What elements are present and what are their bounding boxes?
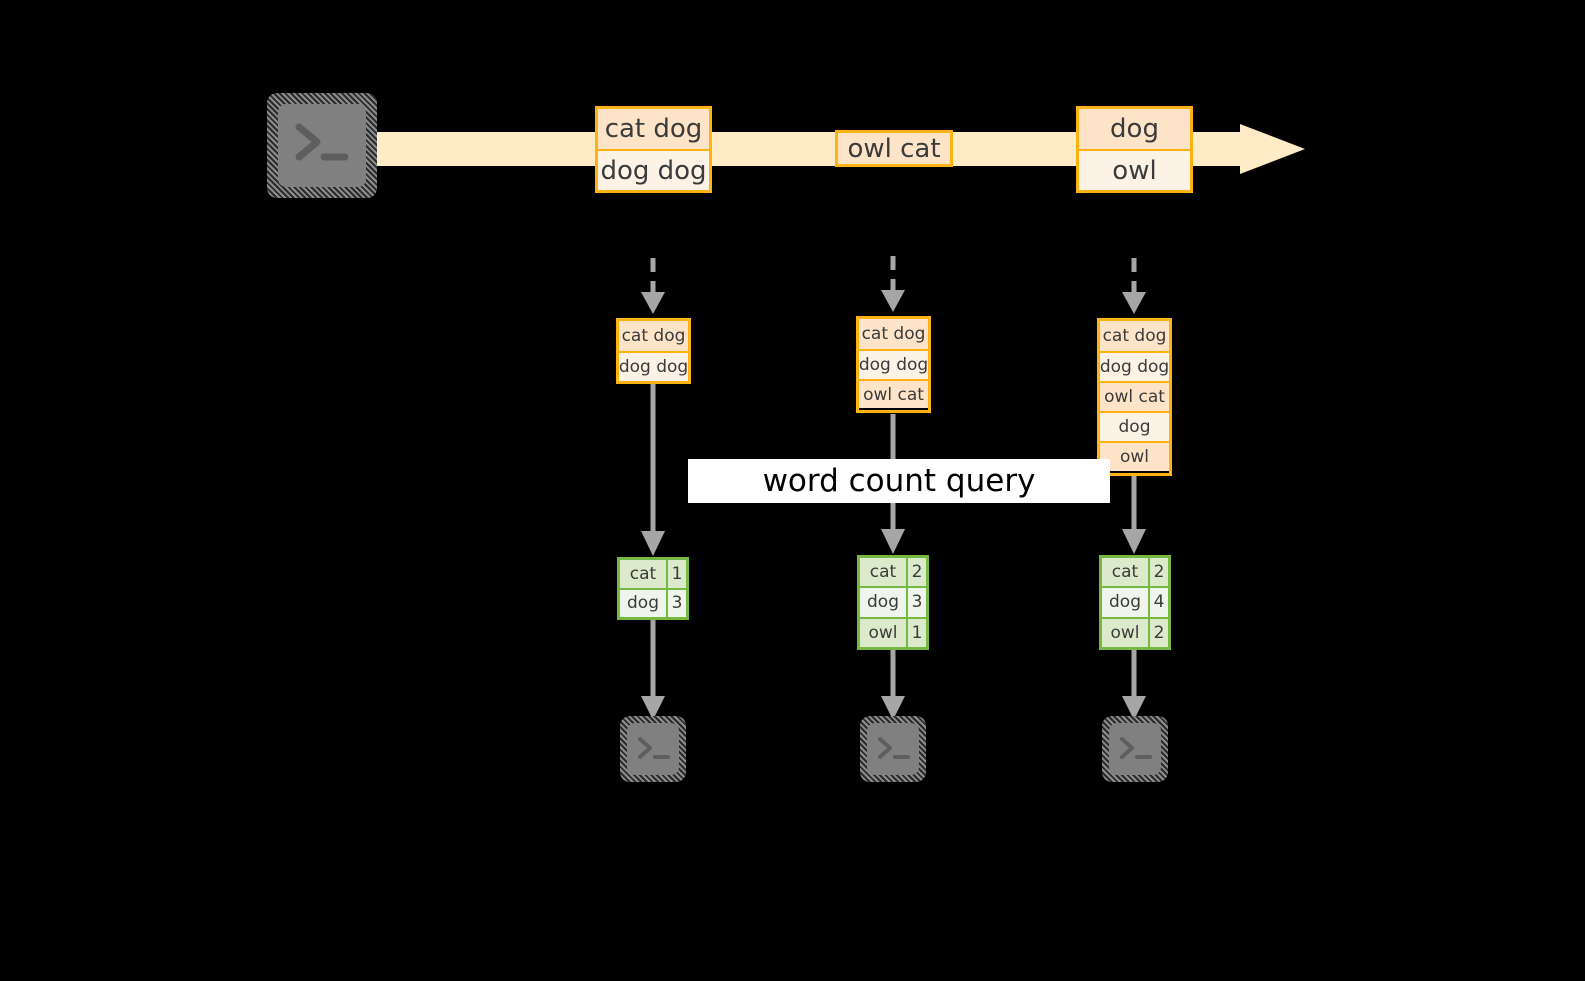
- buffer-row: cat dog: [859, 319, 928, 349]
- word-cell: owl: [1110, 622, 1140, 643]
- buffer-row: owl cat: [859, 379, 928, 408]
- table-row: cat 2: [1102, 558, 1168, 587]
- buffer-row: cat dog: [1100, 321, 1169, 351]
- terminal-prompt-icon: [638, 737, 670, 759]
- snapshot-2-buffer[interactable]: cat dog dog dog owl cat: [856, 316, 931, 413]
- count-cell: 2: [906, 558, 926, 587]
- count-cell: 1: [666, 560, 686, 588]
- snapshot-3-result-table[interactable]: cat 2 dog 4 owl 2: [1099, 555, 1171, 650]
- solid-down-arrow-icon-query-1: [641, 384, 665, 556]
- word-cell: cat: [869, 562, 897, 583]
- buffer-row: owl cat: [1100, 381, 1169, 411]
- solid-down-arrow-icon-query-3: [1122, 476, 1146, 554]
- table-row: cat 1: [620, 560, 686, 588]
- snapshot-1-buffer[interactable]: cat dog dog dog: [616, 318, 691, 384]
- terminal-prompt-icon: [878, 737, 910, 759]
- stream-event-1[interactable]: cat dog dog dog: [595, 106, 712, 193]
- terminal-screen: [278, 104, 366, 187]
- terminal-prompt-icon: [1120, 737, 1152, 759]
- table-row: cat 2: [860, 558, 926, 587]
- solid-down-arrow-icon-output-3: [1122, 650, 1146, 720]
- solid-down-arrow-icon-output-2: [881, 650, 905, 720]
- buffer-row: dog dog: [859, 349, 928, 379]
- table-row: dog 4: [1102, 586, 1168, 617]
- stream-event-line: owl cat: [838, 133, 950, 164]
- stream-event-3[interactable]: dog owl: [1076, 106, 1193, 193]
- buffer-row: owl: [1100, 441, 1169, 471]
- word-cell: dog: [1109, 592, 1141, 613]
- terminal-screen: [1109, 723, 1161, 775]
- solid-down-arrow-icon-output-1: [641, 620, 665, 720]
- count-cell: 4: [1148, 588, 1168, 617]
- stream-event-line: dog dog: [598, 149, 709, 190]
- table-row: owl 2: [1102, 616, 1168, 647]
- dashed-down-arrow-icon-1: [641, 258, 665, 314]
- table-row: dog 3: [620, 587, 686, 617]
- dashed-down-arrow-icon-3: [1122, 258, 1146, 314]
- word-cell: cat: [629, 563, 657, 584]
- snapshot-2-output-terminal[interactable]: [860, 716, 926, 782]
- word-cell: dog: [627, 593, 659, 614]
- stream-event-line: dog: [1079, 109, 1190, 149]
- terminal-screen: [627, 723, 679, 775]
- dashed-down-arrow-icon-2: [881, 256, 905, 312]
- query-label: word count query: [688, 459, 1110, 503]
- snapshot-2-result-table[interactable]: cat 2 dog 3 owl 1: [857, 555, 929, 650]
- buffer-row: dog: [1100, 411, 1169, 441]
- count-cell: 3: [906, 588, 926, 617]
- buffer-row: dog dog: [1100, 351, 1169, 381]
- terminal-prompt-icon: [295, 123, 349, 161]
- stream-event-line: owl: [1079, 149, 1190, 190]
- stream-event-2[interactable]: owl cat: [835, 130, 953, 167]
- stream-event-line: cat dog: [598, 109, 709, 149]
- terminal-screen: [867, 723, 919, 775]
- word-cell: cat: [1111, 562, 1139, 583]
- count-cell: 3: [666, 589, 686, 617]
- word-cell: dog: [867, 592, 899, 613]
- count-cell: 2: [1148, 558, 1168, 587]
- count-cell: 1: [906, 618, 926, 647]
- table-row: dog 3: [860, 586, 926, 617]
- table-row: owl 1: [860, 616, 926, 647]
- snapshot-1-output-terminal[interactable]: [620, 716, 686, 782]
- buffer-row: dog dog: [619, 351, 688, 381]
- source-terminal[interactable]: [267, 93, 377, 198]
- count-cell: 2: [1148, 618, 1168, 647]
- snapshot-1-result-table[interactable]: cat 1 dog 3: [617, 557, 689, 620]
- word-cell: owl: [868, 622, 898, 643]
- snapshot-3-buffer[interactable]: cat dog dog dog owl cat dog owl: [1097, 318, 1172, 476]
- buffer-row: cat dog: [619, 321, 688, 351]
- snapshot-3-output-terminal[interactable]: [1102, 716, 1168, 782]
